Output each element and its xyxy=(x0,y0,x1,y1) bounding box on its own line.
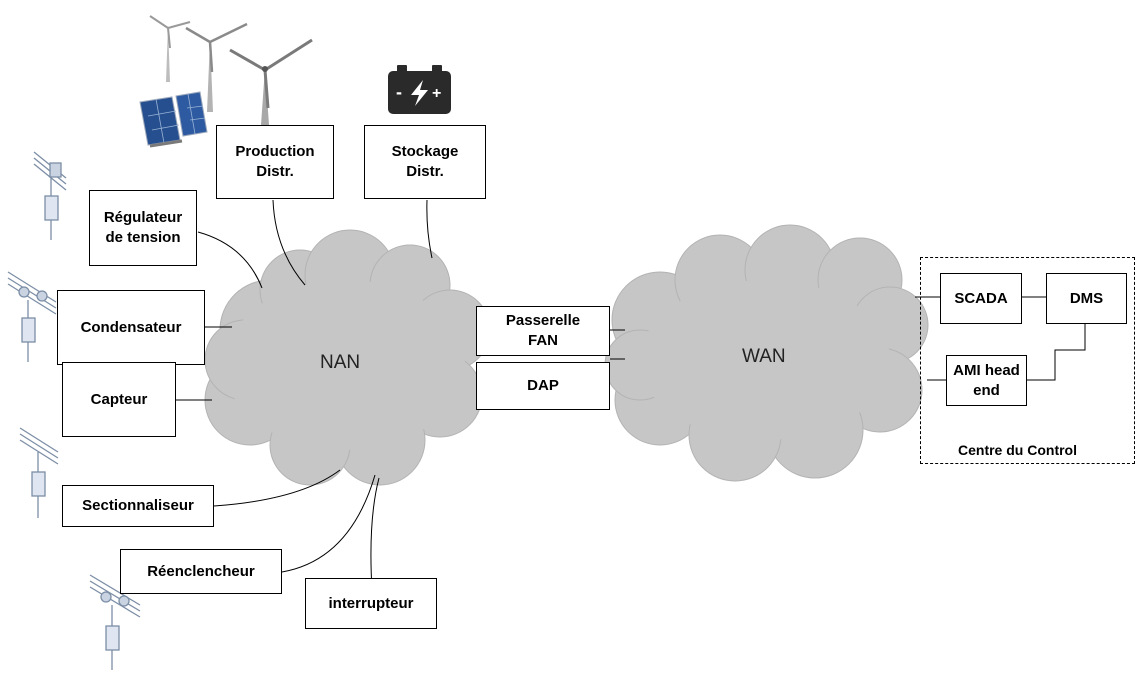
dms-node: DMS xyxy=(1046,273,1127,324)
battery-icon: - + xyxy=(388,65,451,114)
interrupteur-node: interrupteur xyxy=(305,578,437,629)
ami-head-end-node: AMI head end xyxy=(946,355,1027,406)
scada-node: SCADA xyxy=(940,273,1022,324)
stockage-distr-node: Stockage Distr. xyxy=(364,125,486,199)
reenclencheur-node: Réenclencheur xyxy=(120,549,282,594)
power-line-equipment-icon xyxy=(7,271,57,362)
wan-label: WAN xyxy=(742,346,786,367)
regulateur-tension-node: Régulateur de tension xyxy=(89,190,197,266)
wan-cloud xyxy=(604,224,929,482)
battery-plus-label: + xyxy=(432,85,441,102)
nan-cloud xyxy=(204,229,491,486)
power-line-equipment-icon xyxy=(33,151,67,240)
wind-turbine-icon xyxy=(149,15,313,125)
passerelle-fan-node: Passerelle FAN xyxy=(476,306,610,356)
power-line-equipment-icon xyxy=(19,427,59,518)
dap-node: DAP xyxy=(476,362,610,410)
nan-label: NAN xyxy=(320,352,361,373)
capteur-node: Capteur xyxy=(62,362,176,437)
battery-minus-label: - xyxy=(396,82,402,102)
power-line-equipment-icon xyxy=(89,574,141,670)
condensateur-node: Condensateur xyxy=(57,290,205,365)
control-center-frame xyxy=(920,257,1135,464)
production-distr-node: Production Distr. xyxy=(216,125,334,199)
sectionnaliseur-node: Sectionnaliseur xyxy=(62,485,214,527)
solar-panel-icon xyxy=(139,91,208,148)
control-center-label: Centre du Control xyxy=(958,442,1077,458)
connectors xyxy=(176,199,1086,591)
